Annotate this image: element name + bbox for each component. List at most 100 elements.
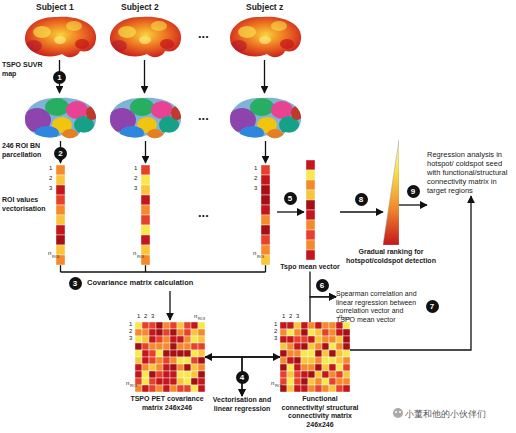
matrix-cell — [294, 336, 301, 343]
matrix-cell — [280, 336, 287, 343]
arrow — [277, 211, 304, 212]
matrix-cell — [142, 378, 149, 385]
matrix-cell — [141, 205, 150, 215]
matrix-cell — [149, 336, 156, 343]
matrix-cell — [343, 357, 350, 364]
matrix-cell — [315, 322, 322, 329]
matrix-cell — [135, 343, 142, 350]
matrix-cell — [280, 343, 287, 350]
matrix-cell — [287, 336, 294, 343]
matrix-cell — [301, 322, 308, 329]
index-number: n — [253, 250, 256, 257]
index-number: 3 — [151, 313, 154, 320]
matrix-cell — [261, 225, 270, 235]
matrix-cell — [306, 220, 315, 230]
matrix-cell — [198, 343, 205, 350]
watermark-icon — [393, 408, 403, 418]
matrix-grid — [280, 322, 350, 392]
matrix-cell — [184, 343, 191, 350]
connectivity-matrix: Functional connectivity/ structural conn… — [280, 322, 350, 392]
matrix-cell — [177, 350, 184, 357]
matrix-cell — [336, 364, 343, 371]
matrix-cell — [142, 343, 149, 350]
text-box: Regression analysis in hotspot/ coldspot… — [427, 150, 515, 195]
matrix-cell — [191, 378, 198, 385]
matrix-cell — [56, 245, 65, 255]
brain-map — [230, 17, 301, 57]
matrix-cell — [184, 378, 191, 385]
matrix-cell — [156, 343, 163, 350]
matrix-cell — [141, 185, 150, 195]
index-subscript: ROI — [257, 254, 264, 259]
matrix-cell — [287, 364, 294, 371]
matrix-cell — [308, 336, 315, 343]
matrix-cell — [170, 385, 177, 392]
matrix-cell — [329, 329, 336, 336]
matrix-cell — [315, 378, 322, 385]
matrix-cell — [301, 364, 308, 371]
matrix-cell — [315, 357, 322, 364]
parcellation-map — [228, 98, 303, 141]
matrix-cell — [329, 364, 336, 371]
column-heading: Subject 1 — [36, 2, 74, 12]
matrix-cell — [141, 215, 150, 225]
matrix-cell — [280, 371, 287, 378]
matrix-cell — [329, 336, 336, 343]
matrix-cell — [329, 357, 336, 364]
matrix-cell — [322, 378, 329, 385]
matrix-cell — [184, 385, 191, 392]
matrix-cell — [301, 385, 308, 392]
matrix-cell — [308, 322, 315, 329]
node-text: TSPO PET covariance matrix 246x246 — [127, 395, 207, 412]
callout-number: 7 — [426, 300, 439, 313]
matrix-cell — [56, 195, 65, 205]
matrix-cell — [177, 385, 184, 392]
matrix-cell — [336, 357, 343, 364]
matrix-cell — [156, 378, 163, 385]
arrow — [264, 60, 265, 93]
matrix-cell — [156, 364, 163, 371]
matrix-cell — [156, 357, 163, 364]
matrix-cell — [343, 329, 350, 336]
matrix-cell — [261, 185, 270, 195]
matrix-cell — [191, 364, 198, 371]
matrix-cell — [198, 357, 205, 364]
matrix-cell — [149, 364, 156, 371]
matrix-cell — [322, 343, 329, 350]
callout-number: 1 — [53, 71, 66, 84]
matrix-cell — [170, 357, 177, 364]
matrix-cell — [287, 357, 294, 364]
matrix-cell — [170, 350, 177, 357]
matrix-cell — [163, 322, 170, 329]
matrix-cell — [141, 225, 150, 235]
callout-number: 3 — [69, 277, 82, 290]
matrix-grid — [135, 322, 205, 392]
matrix-cell — [322, 336, 329, 343]
index-number: 1 — [282, 313, 285, 320]
matrix-cell — [163, 378, 170, 385]
matrix-cell — [191, 336, 198, 343]
matrix-cell — [329, 378, 336, 385]
mean-vector: Tspo mean vector — [280, 160, 340, 272]
matrix-cell — [280, 357, 287, 364]
index-number: 2 — [134, 175, 137, 182]
index-number: 3 — [129, 335, 132, 342]
matrix-cell — [301, 350, 308, 357]
index-subscript: ROI — [137, 254, 144, 259]
matrix-cell — [329, 385, 336, 392]
matrix-cell — [135, 329, 142, 336]
flow-arrows — [60, 60, 305, 320]
arrow — [144, 60, 145, 93]
matrix-cell — [198, 329, 205, 336]
index-number: n — [194, 313, 197, 320]
vector-cells — [306, 160, 315, 260]
matrix-cell — [280, 364, 287, 371]
connector-arrow — [340, 211, 383, 212]
matrix-cell — [301, 371, 308, 378]
matrix-cell — [163, 364, 170, 371]
matrix-cell — [315, 329, 322, 336]
matrix-cell — [329, 350, 336, 357]
matrix-cell — [198, 336, 205, 343]
matrix-cell — [294, 378, 301, 385]
